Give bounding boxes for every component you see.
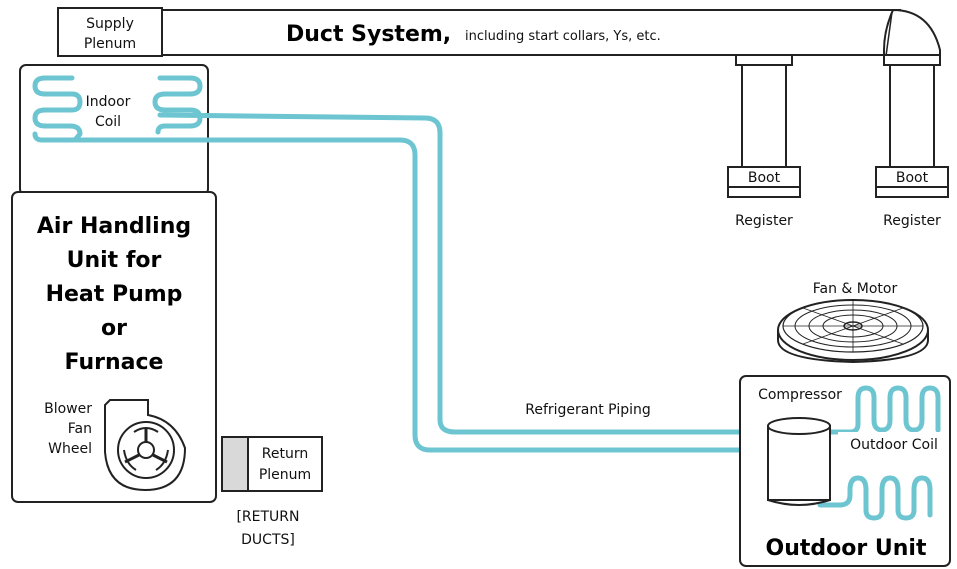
collar-left — [735, 54, 793, 66]
return-ducts-label-2: DUCTS] — [241, 532, 295, 548]
ahu-label-1: Air Handling — [37, 214, 191, 239]
indoor-coil-left — [32, 75, 83, 143]
return-plenum-label-2: Plenum — [259, 467, 311, 483]
indoor-coil-right — [152, 75, 203, 135]
return-plenum-label-1: Return — [262, 446, 308, 462]
blower-label-2: Fan — [68, 421, 92, 437]
return-plenum-flange — [221, 436, 249, 492]
return-ducts-label-1: [RETURN — [236, 509, 299, 525]
duct-subtitle: including start collars, Ys, etc. — [465, 29, 661, 44]
refrigerant-pipe-upper — [157, 112, 778, 435]
fan-motor-label: Fan & Motor — [813, 281, 898, 297]
register-left-label: Register — [735, 213, 793, 229]
blower-label-3: Wheel — [48, 441, 92, 457]
blower-fan-wheel-icon — [104, 399, 187, 492]
boot-left-label: Boot — [748, 170, 781, 186]
register-left-grille — [727, 186, 801, 198]
refrigerant-piping-label: Refrigerant Piping — [525, 402, 651, 418]
outdoor-unit-label: Outdoor Unit — [766, 536, 927, 561]
register-right-label: Register — [883, 213, 941, 229]
ahu-label-5: Furnace — [65, 350, 164, 375]
fan-motor-icon — [777, 299, 929, 364]
indoor-coil-label-1: Indoor — [86, 94, 131, 110]
ahu-label-3: Heat Pump — [46, 282, 183, 307]
return-plenum — [247, 436, 323, 492]
blower-label-1: Blower — [44, 401, 92, 417]
duct-system — [159, 9, 901, 56]
supply-plenum-label-1: Supply — [86, 16, 134, 32]
duct-elbow — [883, 8, 941, 61]
outdoor-coil-label-bg — [838, 432, 948, 456]
register-right-grille — [875, 186, 949, 198]
ahu-label-4: or — [101, 316, 127, 341]
outdoor-coil-label: Outdoor Coil — [850, 437, 938, 453]
elbow-seam — [885, 11, 893, 57]
boot-right-label: Boot — [896, 170, 929, 186]
compressor-label: Compressor — [758, 387, 842, 403]
ahu-label-2: Unit for — [67, 248, 162, 273]
branch-duct-left — [741, 64, 787, 168]
duct-title: Duct System, — [286, 22, 451, 47]
branch-duct-right — [889, 64, 935, 168]
supply-plenum-label-2: Plenum — [84, 36, 136, 52]
outdoor-coil-lower — [817, 475, 933, 521]
indoor-coil-cabinet — [19, 64, 209, 196]
outdoor-coil-upper — [817, 385, 941, 435]
collar-right — [883, 54, 941, 66]
supply-plenum — [57, 7, 163, 57]
indoor-coil-label-2: Coil — [95, 114, 121, 130]
compressor-icon — [767, 417, 831, 506]
